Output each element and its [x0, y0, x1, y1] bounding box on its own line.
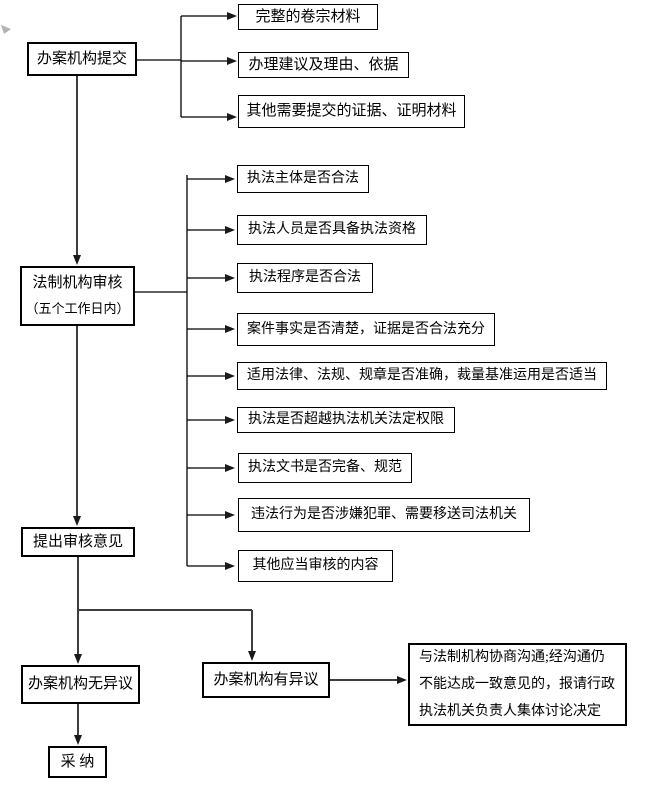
flow-node-no-objection: 办案机构无异议 — [21, 665, 140, 704]
review-item-label: 执法程序是否合法 — [249, 270, 361, 286]
flow-node-label: 办案机构无异议 — [27, 676, 133, 693]
review-item-facts-evidence: 案件事实是否清楚，证据是否合法充分 — [237, 313, 495, 346]
review-label-line2: （五个工作日内） — [25, 301, 130, 316]
flow-node-label: 提出审核意见 — [32, 533, 123, 550]
review-item-label: 案件事实是否清楚，证据是否合法充分 — [247, 321, 485, 337]
consult-line: 与法制机构协商沟通;经沟通仍 — [419, 650, 605, 665]
review-item-subject-legality: 执法主体是否合法 — [237, 165, 369, 193]
flow-node-opinion: 提出审核意见 — [21, 527, 135, 557]
flow-node-label: 办案机构提交 — [36, 50, 127, 67]
review-item-other-content: 其他应当审核的内容 — [238, 550, 393, 582]
submit-item-label: 完整的卷宗材料 — [255, 8, 361, 25]
review-label-stack: 法制机构审核 （五个工作日内） — [25, 270, 129, 322]
submit-item-label: 其他需要提交的证据、证明材料 — [246, 103, 457, 120]
flow-node-review: 法制机构审核 （五个工作日内） — [20, 266, 135, 326]
review-item-label: 执法主体是否合法 — [247, 171, 359, 187]
flow-node-label: 采 纳 — [60, 753, 95, 770]
flow-node-label: 办案机构有异议 — [213, 671, 319, 688]
review-item-label: 违法行为是否涉嫌犯罪、需要移送司法机关 — [251, 507, 517, 523]
review-item-applicable-law: 适用法律、法规、规章是否准确，裁量基准运用是否适当 — [237, 362, 607, 390]
review-item-criminal-transfer: 违法行为是否涉嫌犯罪、需要移送司法机关 — [238, 498, 530, 532]
review-label-line1: 法制机构审核 — [32, 275, 123, 291]
consult-label-stack: 与法制机构协商沟通;经沟通仍 不能达成一致意见的，报请行政 执法机关负责人集体讨… — [419, 644, 615, 725]
review-item-label: 执法是否超越执法机关法定权限 — [248, 412, 444, 428]
flow-node-objection: 办案机构有异议 — [202, 662, 330, 698]
review-item-procedure-legality: 执法程序是否合法 — [237, 263, 373, 293]
review-item-label: 执法人员是否具备执法资格 — [248, 222, 416, 238]
submit-item-suggestion: 办理建议及理由、依据 — [238, 52, 409, 78]
stray-cursor-artifact — [1, 25, 11, 34]
submit-item-other-evidence: 其他需要提交的证据、证明材料 — [238, 95, 465, 128]
consult-line: 不能达成一致意见的，报请行政 — [419, 677, 615, 692]
review-item-label: 适用法律、法规、规章是否准确，裁量基准运用是否适当 — [247, 368, 597, 384]
review-item-personnel-qualification: 执法人员是否具备执法资格 — [237, 215, 427, 245]
review-item-label: 执法文书是否完备、规范 — [248, 460, 402, 476]
flow-node-submit: 办案机构提交 — [27, 42, 137, 76]
review-item-authority-limit: 执法是否超越执法机关法定权限 — [237, 407, 455, 433]
flow-node-adopt: 采 纳 — [48, 746, 107, 778]
consult-line: 执法机关负责人集体讨论决定 — [419, 704, 601, 719]
submit-item-materials: 完整的卷宗材料 — [238, 4, 378, 30]
review-item-documents: 执法文书是否完备、规范 — [238, 453, 412, 483]
submit-item-label: 办理建议及理由、依据 — [248, 56, 399, 73]
flow-node-consult: 与法制机构协商沟通;经沟通仍 不能达成一致意见的，报请行政 执法机关负责人集体讨… — [408, 643, 627, 726]
review-item-label: 其他应当审核的内容 — [252, 558, 379, 574]
